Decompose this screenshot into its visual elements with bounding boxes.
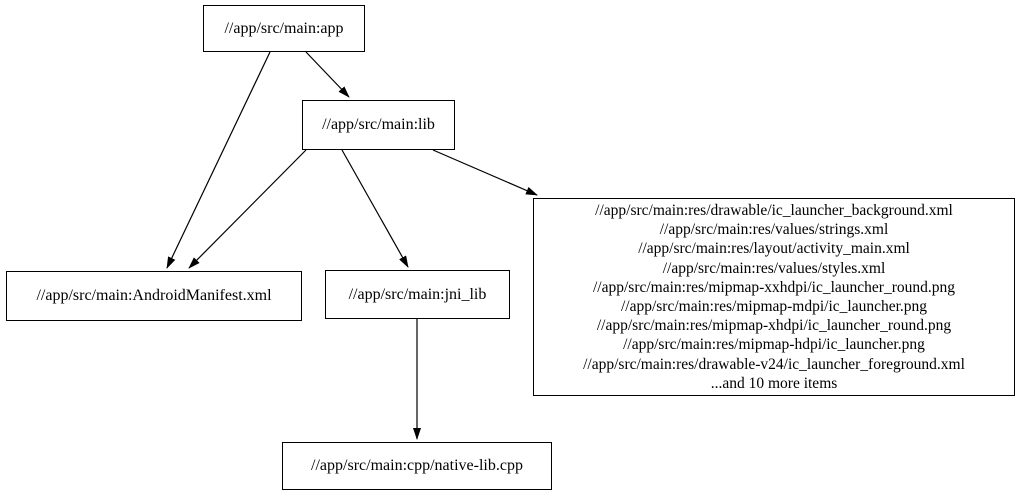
res-item: //app/src/main:res/layout/activity_main.… (638, 240, 910, 258)
edge-lib-to-jni-lib (341, 149, 409, 268)
node-lib-label: //app/src/main:lib (322, 116, 435, 133)
res-item: //app/src/main:res/values/styles.xml (662, 259, 886, 277)
node-native-cpp: //app/src/main:cpp/native-lib.cpp (282, 442, 552, 490)
node-res-group: //app/src/main:res/drawable/ic_launcher_… (533, 198, 1015, 396)
node-app-label: //app/src/main:app (224, 19, 344, 37)
node-lib: //app/src/main:lib (302, 100, 455, 150)
node-jni-lib: //app/src/main:jni_lib (325, 270, 510, 319)
node-app: //app/src/main:app (203, 5, 365, 52)
edge-app-to-lib (305, 51, 350, 98)
res-item: //app/src/main:res/drawable-v24/ic_launc… (583, 355, 965, 373)
res-item: //app/src/main:res/values/strings.xml (659, 221, 889, 239)
edge-lib-to-res-group (432, 149, 538, 196)
node-native-cpp-label: //app/src/main:cpp/native-lib.cpp (311, 457, 523, 474)
node-androidmanifest-label: //app/src/main:AndroidManifest.xml (36, 287, 272, 304)
res-item: //app/src/main:res/drawable/ic_launcher_… (595, 202, 953, 220)
res-item: //app/src/main:res/mipmap-xhdpi/ic_launc… (596, 317, 952, 335)
res-item: //app/src/main:res/mipmap-hdpi/ic_launch… (623, 336, 925, 354)
node-androidmanifest: //app/src/main:AndroidManifest.xml (6, 271, 302, 321)
res-more-items: ...and 10 more items (710, 374, 838, 392)
edge-app-to-androidmanifest (166, 51, 271, 269)
res-item: //app/src/main:res/mipmap-xxhdpi/ic_laun… (592, 278, 955, 296)
node-jni-lib-label: //app/src/main:jni_lib (348, 285, 487, 303)
res-item: //app/src/main:res/mipmap-mdpi/ic_launch… (620, 298, 928, 315)
edge-lib-to-androidmanifest (188, 149, 307, 269)
